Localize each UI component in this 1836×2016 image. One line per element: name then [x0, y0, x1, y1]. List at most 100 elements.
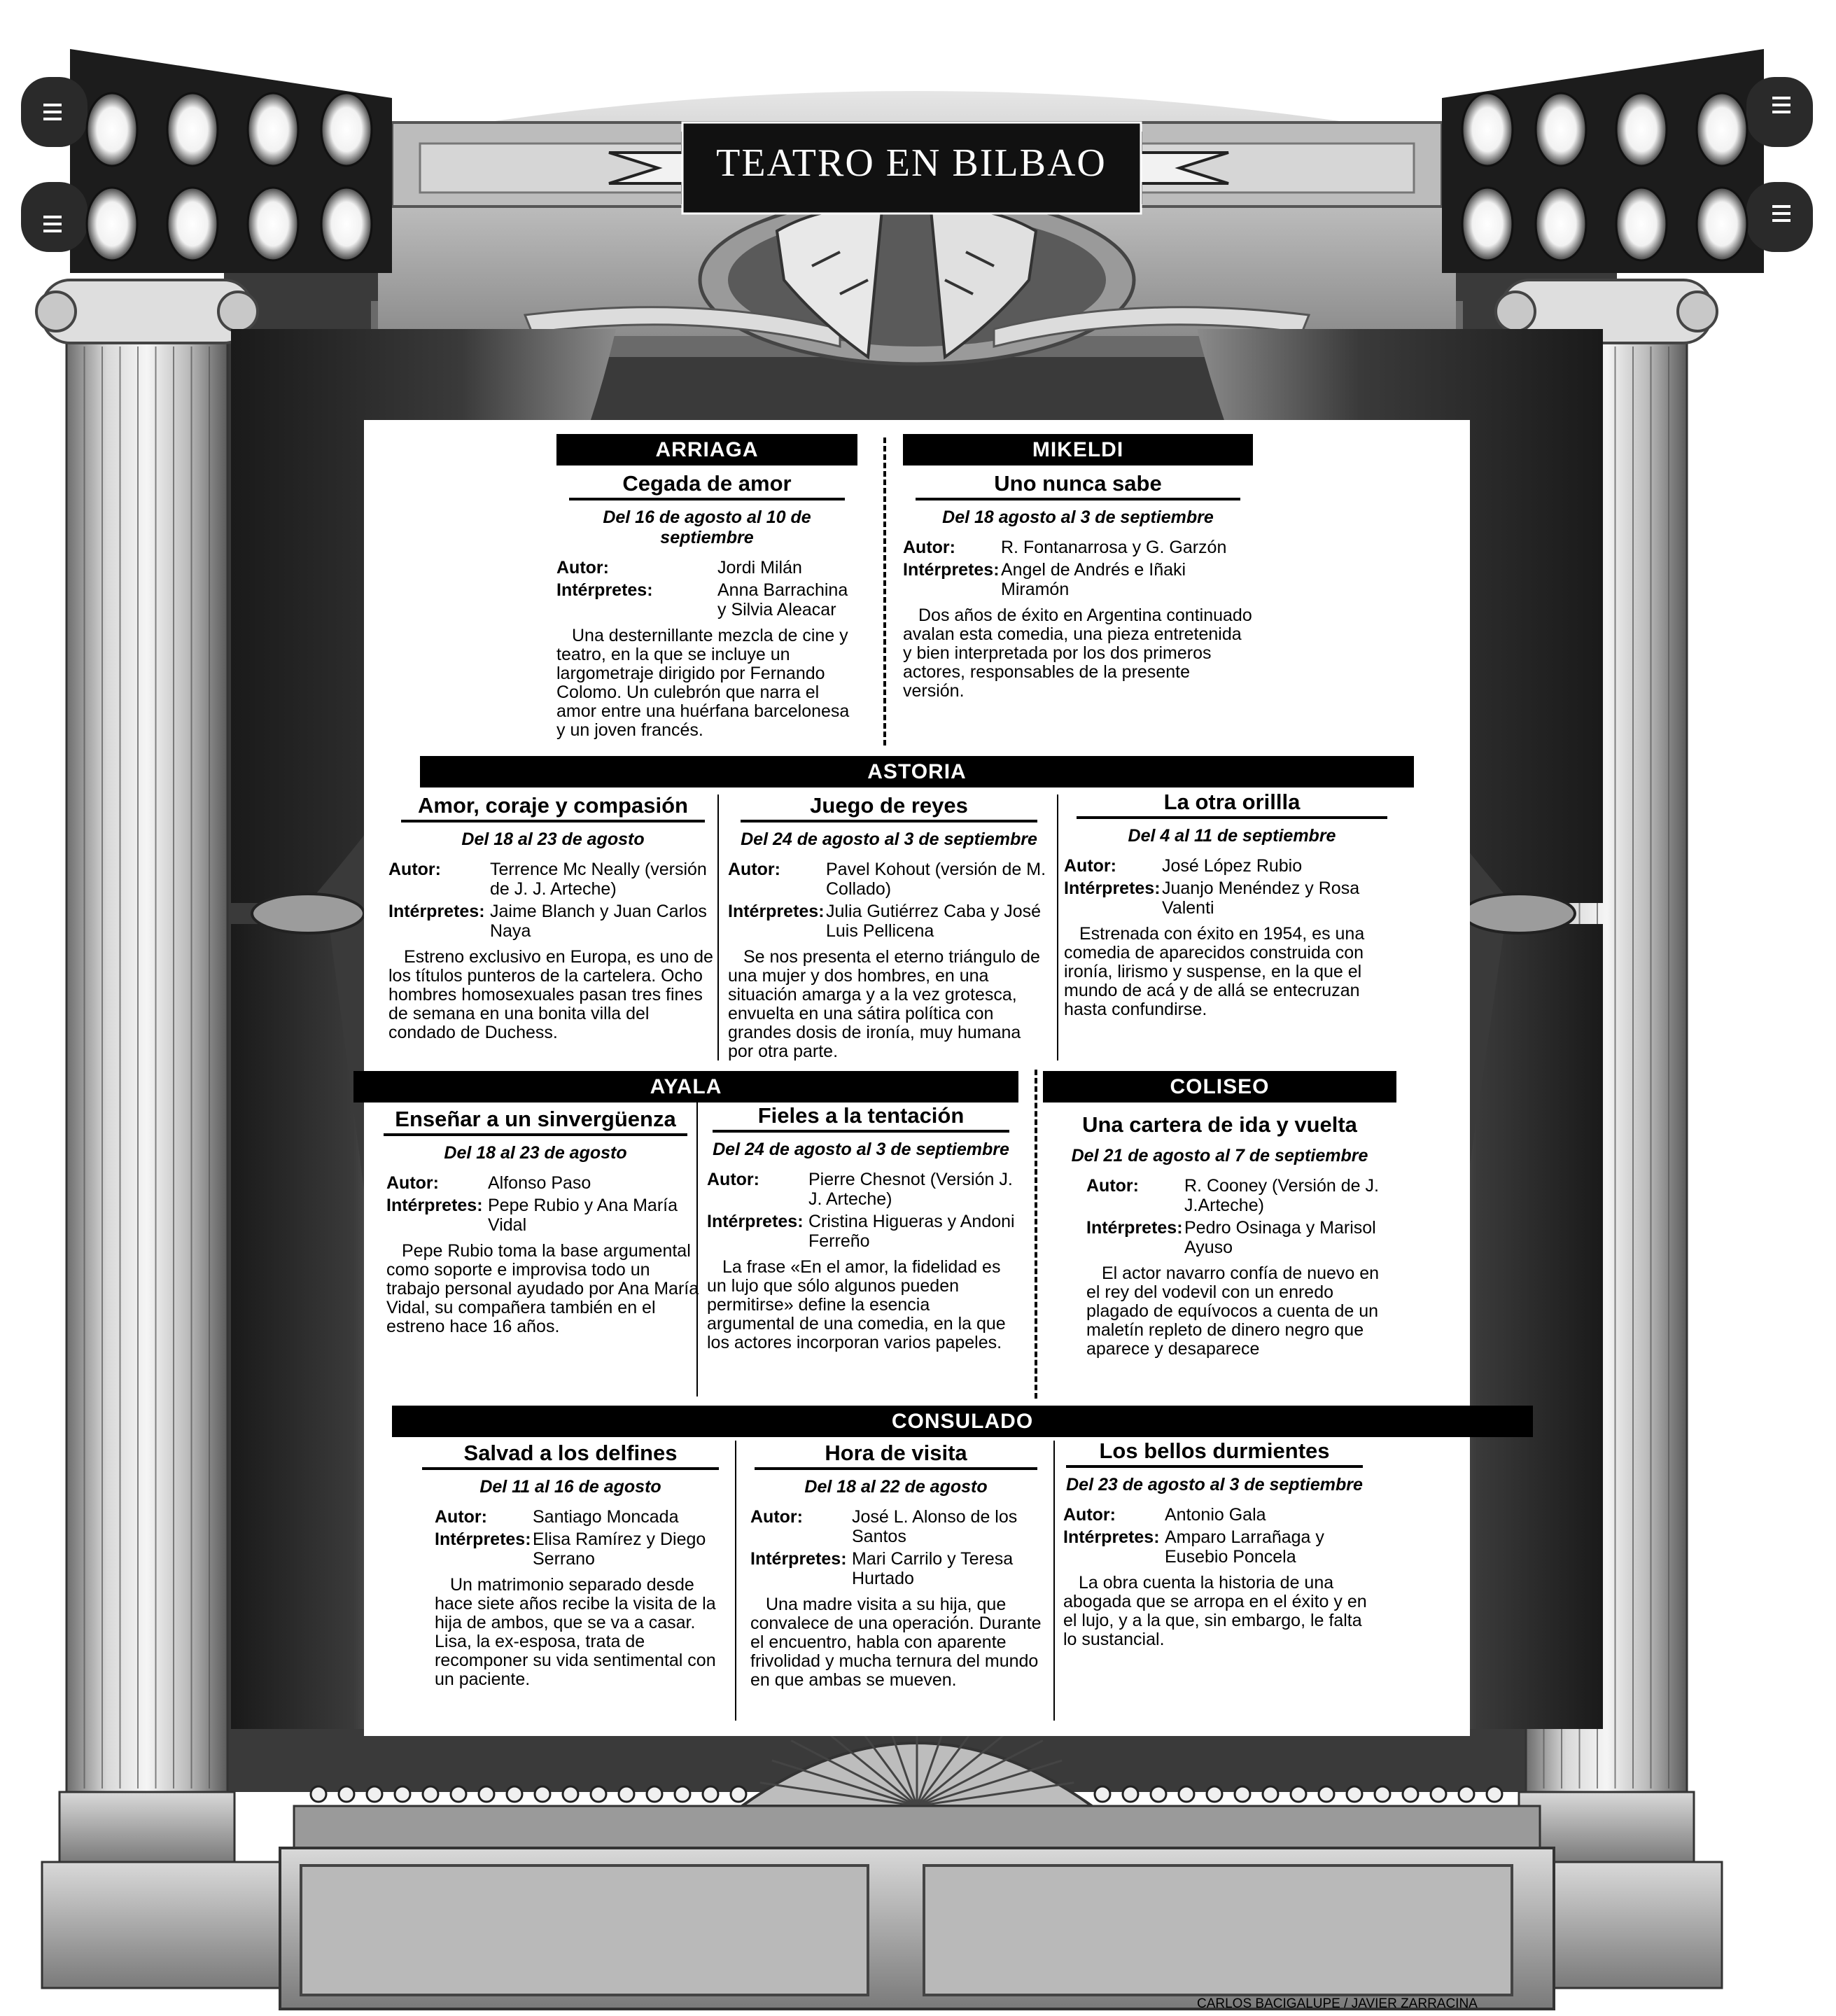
interpretes-label: Intérpretes: — [707, 1212, 804, 1231]
menu-icon — [43, 216, 62, 232]
footlight-bulb — [533, 1785, 552, 1803]
play-card: La otra orillla Del 4 al 11 de septiembr… — [1064, 784, 1400, 1019]
interpretes-label: Intérpretes: — [386, 1196, 483, 1215]
play-title: Hora de visita — [755, 1435, 1037, 1470]
theater-name-coliseo: COLISEO — [1043, 1071, 1396, 1102]
divider — [1053, 1441, 1055, 1721]
play-title: Salvad a los delfines — [422, 1435, 719, 1470]
spotlight-bulb — [166, 92, 219, 167]
spotlight-bulb — [1534, 92, 1588, 167]
play-description: Estrenada con éxito en 1954, es una come… — [1064, 924, 1365, 1019]
title-banner — [681, 121, 1142, 215]
footlight-bulb — [309, 1785, 328, 1803]
interpretes-value: Amparo Larrañaga y Eusebio Poncela — [1165, 1527, 1324, 1567]
footlight-bulb — [337, 1785, 356, 1803]
play-dates: Del 16 de agosto al 10 de septiembre — [603, 507, 811, 547]
autor-label: Autor: — [386, 1173, 439, 1193]
interpretes-value: Mari Carrilo y Teresa Hurtado — [852, 1549, 1014, 1588]
divider — [696, 1102, 698, 1396]
footlight-bulb — [1149, 1785, 1168, 1803]
page-title: TEATRO EN BILBAO — [716, 141, 1107, 185]
play-description: El actor navarro confía de nuevo en el r… — [1086, 1264, 1380, 1359]
curtain-tie-right — [1462, 892, 1576, 934]
footlight-bulb — [1457, 1785, 1476, 1803]
footlight-bulb — [701, 1785, 720, 1803]
play-description: Estreno exclusivo en Europa, es uno de l… — [388, 947, 713, 1042]
play-card: Enseñar a un sinvergüenza Del 18 al 23 d… — [371, 1101, 700, 1336]
section-mikeldi: MIKELDI Uno nunca sabe Del 18 agosto al … — [903, 434, 1253, 701]
footlight-bulb — [1317, 1785, 1336, 1803]
play-dates: Del 21 de agosto al 7 de septiembre — [1071, 1146, 1368, 1166]
play-dates: Del 24 de agosto al 3 de septiembre — [741, 830, 1037, 849]
spotlight-bulb — [85, 92, 139, 167]
spotlight-bulb — [320, 186, 373, 262]
autor-label: Autor: — [1063, 1505, 1116, 1525]
interpretes-value: Pepe Rubio y Ana María Vidal — [488, 1196, 678, 1235]
autor-value: Terrence Mc Neally (versión de J. J. Art… — [490, 860, 707, 899]
interpretes-value: Elisa Ramírez y Diego Serrano — [533, 1530, 706, 1569]
interpretes-value: Jaime Blanch y Juan Carlos Naya — [490, 902, 707, 941]
footlight-bulb — [561, 1785, 580, 1803]
footlight-bulb — [673, 1785, 692, 1803]
play-description: Dos años de éxito en Argentina continuad… — [903, 606, 1252, 701]
play-title: Enseñar a un sinvergüenza — [384, 1101, 687, 1136]
play-card: Amor, coraje y compasión Del 18 al 23 de… — [388, 788, 717, 1042]
play-description: Una madre visita a su hija, que convalec… — [750, 1595, 1042, 1690]
spotlight-bulb — [1534, 186, 1588, 262]
interpretes-label: Intérpretes: — [556, 580, 653, 600]
divider — [717, 794, 719, 1060]
spotlight-bulbs — [85, 92, 1749, 262]
play-dates: Del 18 al 23 de agosto — [444, 1143, 627, 1163]
autor-value: José L. Alonso de los Santos — [852, 1507, 1018, 1546]
divider — [1035, 1070, 1037, 1399]
play-title: Juego de reyes — [741, 788, 1037, 822]
spotlight-bulb — [1615, 92, 1668, 167]
spotlight-bulb — [246, 186, 300, 262]
autor-value: Jordi Milán — [717, 558, 802, 578]
divider — [735, 1441, 736, 1721]
play-title: Uno nunca sabe — [916, 465, 1240, 500]
interpretes-label: Intérpretes: — [435, 1530, 531, 1549]
interpretes-value: Cristina Higueras y Andoni Ferreño — [808, 1212, 1015, 1251]
spotlight-rig-right — [1442, 49, 1813, 273]
curtain-tie-left — [251, 892, 365, 934]
play-description: Se nos presenta el eterno triángulo de u… — [728, 947, 1040, 1061]
autor-value: Alfonso Paso — [488, 1173, 591, 1193]
interpretes-value: Angel de Andrés e Iñaki Miramón — [1001, 560, 1186, 599]
spotlight-bulb — [85, 186, 139, 262]
theater-name-astoria: ASTORIA — [420, 756, 1414, 788]
play-card: Hora de visita Del 18 al 22 de agosto Au… — [742, 1435, 1050, 1690]
footlight-bulb — [365, 1785, 384, 1803]
spotlight-bulb — [1695, 92, 1749, 167]
footlights — [309, 1785, 1504, 1803]
play-title: La otra orillla — [1077, 784, 1387, 819]
footlight-bulb — [1401, 1785, 1420, 1803]
footlight-bulb — [393, 1785, 412, 1803]
interpretes-label: Intérpretes: — [750, 1549, 847, 1569]
footlight-bulb — [1261, 1785, 1280, 1803]
footlight-bulb — [1429, 1785, 1448, 1803]
interpretes-label: Intérpretes: — [1064, 878, 1161, 898]
menu-icon — [1772, 97, 1791, 113]
autor-value: Pavel Kohout (versión de M. Collado) — [826, 860, 1046, 899]
interpretes-value: Pedro Osinaga y Marisol Ayuso — [1184, 1218, 1376, 1257]
menu-icon — [1772, 205, 1791, 222]
footlight-bulb — [1289, 1785, 1308, 1803]
column-right — [1483, 279, 1723, 1989]
footlight-bulb — [449, 1785, 468, 1803]
footlight-bulb — [1233, 1785, 1252, 1803]
play-description: La frase «En el amor, la fidelidad es un… — [707, 1257, 1006, 1352]
spotlight-bulb — [1461, 92, 1514, 167]
autor-value: Antonio Gala — [1165, 1505, 1266, 1525]
section-consulado: CONSULADO — [392, 1406, 1533, 1437]
autor-label: Autor: — [707, 1170, 759, 1189]
autor-value: R. Fontanarrosa y G. Garzón — [1001, 538, 1227, 557]
interpretes-value: Anna Barrachina y Silvia Aleacar — [717, 580, 848, 620]
comedy-mask — [775, 207, 884, 360]
autor-value: Santiago Moncada — [533, 1507, 679, 1527]
section-astoria: ASTORIA — [420, 756, 1414, 788]
footlight-bulb — [1121, 1785, 1140, 1803]
play-card: Fieles a la tentación Del 24 de agosto a… — [700, 1098, 1022, 1352]
footlights-rail — [293, 1805, 1541, 1849]
footlight-bulb — [589, 1785, 608, 1803]
